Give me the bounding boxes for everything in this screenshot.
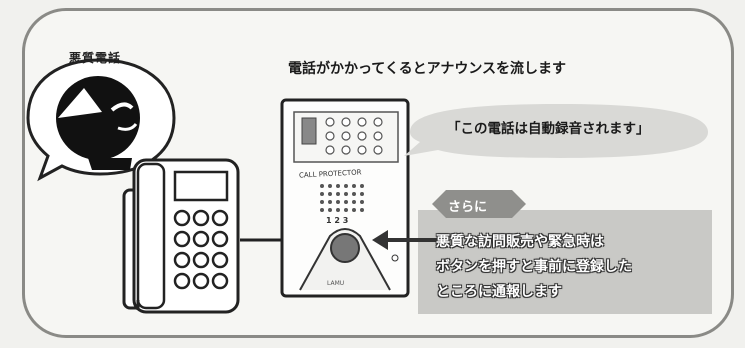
speech-bubble-icon: [26, 58, 176, 182]
badge-shape: [432, 190, 526, 218]
caller-silhouette-icon: [56, 76, 140, 160]
recording-device-icon: [280, 98, 410, 298]
explanation-line-2: ボタンを押すと事前に登録した: [436, 259, 632, 275]
telephone-icon: [122, 158, 240, 314]
device-number-text: 1 2 3: [326, 216, 349, 225]
bad-call-label: 悪質電話: [69, 51, 122, 65]
device-brand: LAMU: [327, 280, 345, 287]
explanation-panel: [418, 210, 712, 314]
headline: 電話がかかってくるとアナウンスを流します: [288, 61, 567, 77]
badge-label: さらに: [448, 200, 488, 215]
arrow-left-icon: [372, 230, 440, 250]
explanation-line-3: ところに通報します: [436, 284, 562, 300]
announcement-text: 「この電話は自動録音されます」: [447, 121, 650, 137]
announcement-bubble: [404, 104, 708, 158]
explanation-text: 悪質な訪問販売や緊急時は ボタンを押すと事前に登録した ところに通報します: [436, 230, 632, 305]
explanation-line-1: 悪質な訪問販売や緊急時は: [436, 234, 604, 250]
